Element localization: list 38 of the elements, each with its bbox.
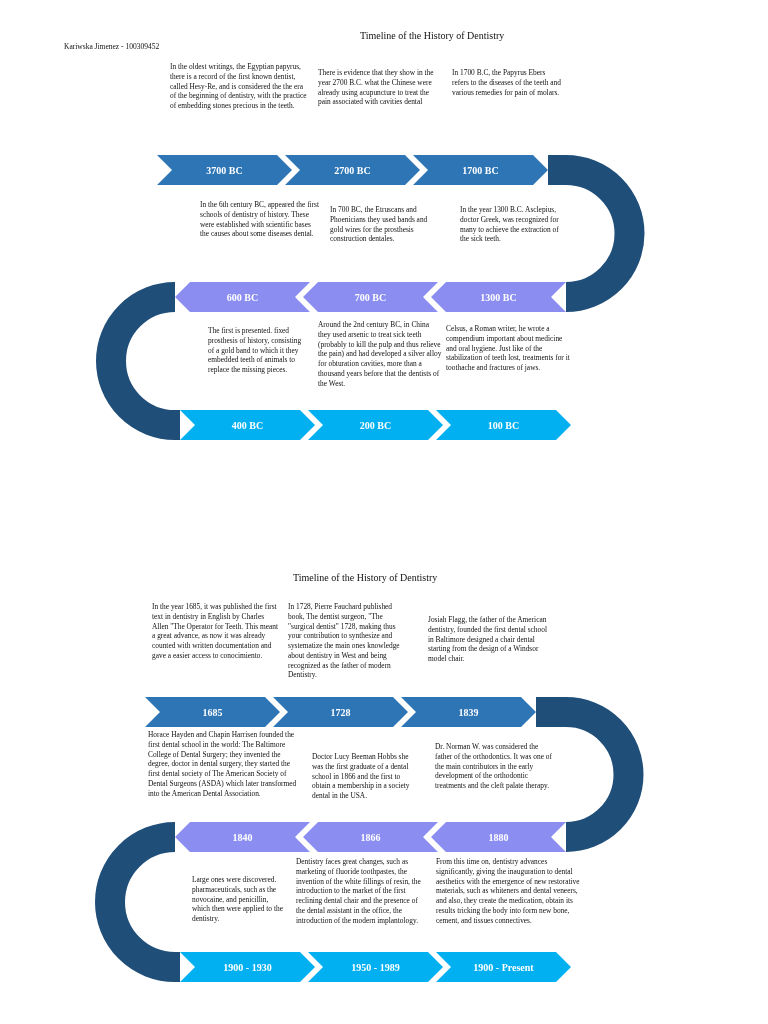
timeline-segment bbox=[431, 282, 566, 312]
year-label: 400 BC bbox=[231, 419, 264, 431]
year-label: 200 BC bbox=[359, 419, 392, 431]
timeline-segment bbox=[303, 282, 438, 312]
timeline-segment bbox=[175, 822, 310, 852]
year-label: 1839 bbox=[458, 706, 479, 718]
year-label: 2700 BC bbox=[334, 164, 371, 176]
timeline-segment bbox=[308, 952, 443, 982]
timeline-segment bbox=[285, 155, 420, 185]
timeline-segment bbox=[436, 952, 571, 982]
page-title: Timeline of the History of Dentistry bbox=[293, 572, 438, 583]
timeline-segment bbox=[157, 155, 292, 185]
timeline-segment bbox=[303, 822, 438, 852]
year-label: 1880 bbox=[488, 831, 509, 843]
year-label: 1300 BC bbox=[480, 291, 517, 303]
timeline-segment bbox=[413, 155, 548, 185]
page-title: Timeline of the History of Dentistry bbox=[360, 30, 505, 41]
year-label: 1840 bbox=[232, 831, 253, 843]
year-label: 1900 - Present bbox=[473, 961, 534, 973]
year-label: 1950 - 1989 bbox=[351, 961, 400, 973]
year-label: 1685 bbox=[202, 706, 223, 718]
year-label: 100 BC bbox=[487, 419, 520, 431]
timeline-segment bbox=[145, 697, 280, 727]
timeline-segment bbox=[308, 410, 443, 440]
year-label: 1728 bbox=[330, 706, 351, 718]
timeline-segment bbox=[180, 952, 315, 982]
timeline-segment bbox=[180, 410, 315, 440]
year-label: 600 BC bbox=[226, 291, 259, 303]
year-label: 1900 - 1930 bbox=[223, 961, 272, 973]
timeline-segment bbox=[401, 697, 536, 727]
timeline-segment bbox=[431, 822, 566, 852]
timeline-segment bbox=[436, 410, 571, 440]
timeline-segment bbox=[175, 282, 310, 312]
year-label: 1700 BC bbox=[462, 164, 499, 176]
timeline-segment bbox=[273, 697, 408, 727]
year-label: 700 BC bbox=[354, 291, 387, 303]
year-label: 3700 BC bbox=[206, 164, 243, 176]
year-label: 1866 bbox=[360, 831, 381, 843]
